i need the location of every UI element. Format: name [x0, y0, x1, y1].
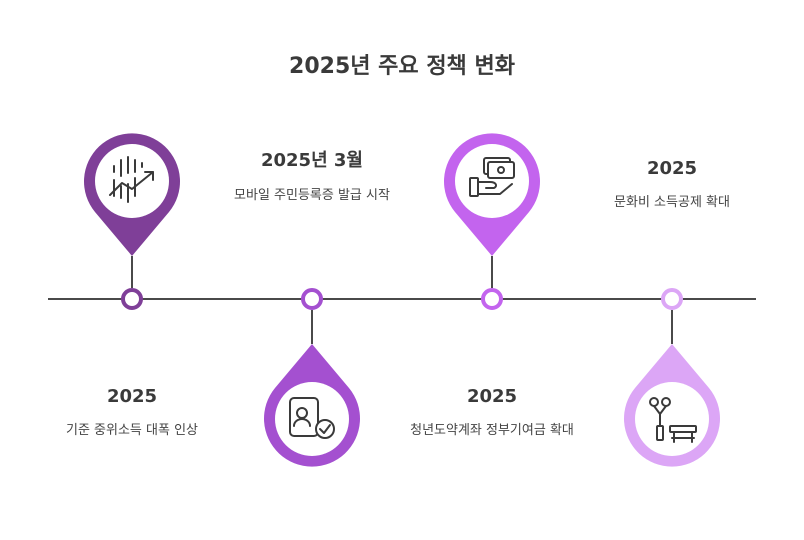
event-year-2: 2025년 3월	[260, 150, 363, 171]
event-label-2: 2025년 3월 모바일 주민등록증 발급 시작	[222, 146, 402, 204]
event-year-3: 2025	[466, 386, 518, 407]
event-text-4: 문화비 소득공제 확대	[614, 195, 730, 210]
pin-1	[84, 133, 180, 288]
timeline-dot-3	[481, 288, 503, 310]
event-label-4: 2025 문화비 소득공제 확대	[582, 158, 762, 211]
event-text-2: 모바일 주민등록증 발급 시작	[234, 188, 390, 203]
event-label-1: 2025 기준 중위소득 대폭 인상	[42, 386, 222, 439]
timeline-dot-2	[301, 288, 323, 310]
timeline-dot-4	[661, 288, 683, 310]
timeline-dot-1	[121, 288, 143, 310]
page-title: 2025년 주요 정책 변화	[289, 54, 515, 79]
id-card-check-icon	[289, 397, 335, 439]
growth-chart-icon	[109, 156, 154, 203]
event-text-1: 기준 중위소득 대폭 인상	[66, 423, 198, 438]
pin-4	[624, 310, 721, 467]
event-year-4: 2025	[646, 158, 698, 179]
park-bench-icon	[649, 397, 697, 443]
event-text-3: 청년도약계좌 정부기여금 확대	[410, 423, 574, 438]
pin-2	[264, 310, 360, 467]
money-hand-icon	[469, 157, 515, 197]
pin-3	[444, 133, 540, 288]
event-year-1: 2025	[106, 386, 158, 407]
event-label-3: 2025 청년도약계좌 정부기여금 확대	[402, 386, 582, 439]
